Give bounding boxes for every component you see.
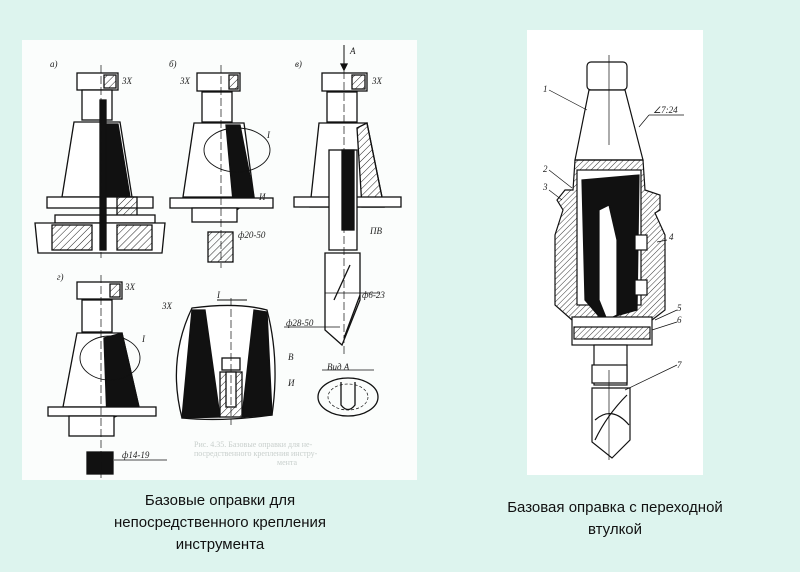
- taper-label: ∠7:24: [653, 105, 678, 115]
- label-arrow-a: А: [349, 46, 356, 56]
- label-d20-50: ф20-50: [238, 230, 266, 240]
- label-detail-g: I: [141, 334, 146, 344]
- label-d14-19: ф14-19: [122, 450, 150, 460]
- label-d6-23: ф6-23: [362, 290, 385, 300]
- label-zx-v: 3Х: [371, 76, 383, 86]
- label-detail-title: I: [216, 290, 221, 300]
- arbors-svg: а) б) в) г) 3Х 3Х 3Х 3Х 3Х А I I I И В И…: [34, 45, 402, 478]
- part-label-2: 2: [543, 164, 548, 174]
- label-zx-detail: 3Х: [161, 301, 173, 311]
- left-caption-line-3: инструмента: [175, 536, 265, 553]
- label-pv: ПВ: [369, 226, 382, 236]
- part-label-3: 3: [542, 182, 548, 192]
- label-i-b: И: [258, 192, 266, 202]
- faint-caption-1: Рис. 4.35. Базовые оправки для не-: [194, 440, 313, 449]
- label-g: г): [57, 272, 64, 282]
- label-v: в): [295, 59, 302, 69]
- part-label-6: 6: [677, 315, 682, 325]
- label-detail-b: I: [266, 130, 271, 140]
- detail-i: [175, 298, 276, 425]
- label-d28-50: ф28-50: [286, 318, 314, 328]
- label-v-detail: В: [288, 352, 294, 362]
- label-a: а): [50, 59, 58, 69]
- arbor-g: [47, 275, 167, 478]
- label-zx-g: 3Х: [124, 282, 136, 292]
- adapter-arbor-svg: 1 2 3 4 5 6 7 ∠7:24: [542, 55, 684, 460]
- left-caption-line-2: непосредственного крепления: [113, 514, 327, 531]
- faint-caption-2: посредственного крепления инстру-: [194, 449, 318, 458]
- label-zx-a: 3Х: [121, 76, 133, 86]
- label-i-detail: И: [287, 378, 295, 388]
- right-caption-line-1: Базовая оправка с переходной: [507, 499, 723, 516]
- part-label-7: 7: [677, 360, 682, 370]
- part-label-5: 5: [677, 303, 682, 313]
- part-label-1: 1: [543, 84, 548, 94]
- right-caption: Базовая оправка с переходной втулкой: [465, 497, 765, 541]
- arbor-a: [34, 65, 166, 258]
- left-caption-line-1: Базовые оправки для: [144, 492, 296, 509]
- label-zx-b: 3Х: [179, 76, 191, 86]
- faint-caption-3: мента: [277, 458, 297, 467]
- part-label-4: 4: [669, 232, 674, 242]
- arbor-v: [284, 45, 402, 417]
- label-b: б): [169, 59, 177, 69]
- right-caption-line-2: втулкой: [587, 521, 643, 538]
- arbor-b: [169, 65, 274, 268]
- left-caption: Базовые оправки для непосредственного кр…: [40, 490, 400, 556]
- adapter-sleeve-arbor-drawing: 1 2 3 4 5 6 7 ∠7:24: [527, 30, 703, 475]
- label-view-a: Вид А: [327, 362, 350, 372]
- direct-mount-arbors-drawing: а) б) в) г) 3Х 3Х 3Х 3Х 3Х А I I I И В И…: [22, 40, 417, 480]
